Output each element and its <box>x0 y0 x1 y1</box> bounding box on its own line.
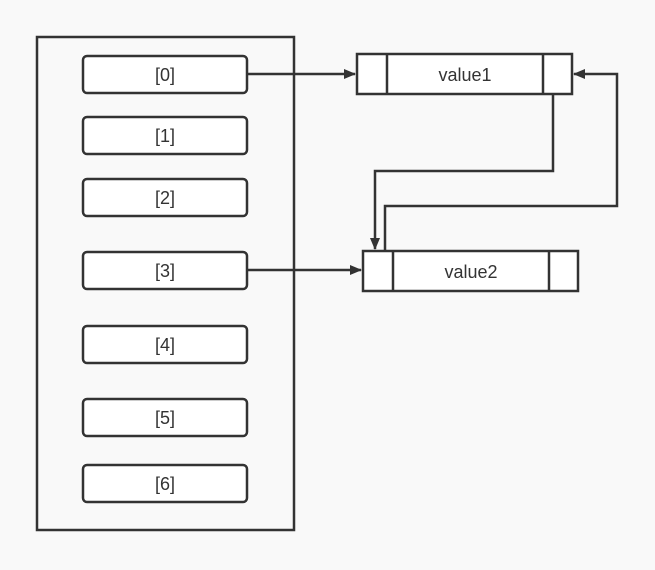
array-slot-5: [5] <box>81 397 249 438</box>
edge-value2-prev-to-value1 <box>383 69 619 251</box>
node-label: value1 <box>438 65 491 85</box>
slot-box <box>81 397 249 438</box>
slot-label: [3] <box>155 261 175 281</box>
slot-label: [6] <box>155 474 175 494</box>
slot-box <box>81 115 249 156</box>
array-slot-3: [3] <box>81 250 249 291</box>
slot-label: [2] <box>155 188 175 208</box>
node-label: value2 <box>444 262 497 282</box>
slot-label: [0] <box>155 65 175 85</box>
array-slot-6: [6] <box>81 463 249 504</box>
slot-label: [1] <box>155 126 175 146</box>
node-value2: value2 <box>361 249 580 293</box>
slot-label: [5] <box>155 408 175 428</box>
array-slot-1: [1] <box>81 115 249 156</box>
array-slot-4: [4] <box>81 324 249 365</box>
node-value1: value1 <box>355 52 574 96</box>
edge-value1-next-to-value2 <box>370 94 555 250</box>
array-slot-0: [0] <box>81 54 249 95</box>
node-box <box>355 52 574 96</box>
slot-box <box>81 324 249 365</box>
slot-box <box>81 177 249 218</box>
slot-label: [4] <box>155 335 175 355</box>
node-box <box>361 249 580 293</box>
slot-box <box>81 463 249 504</box>
array-slot-2: [2] <box>81 177 249 218</box>
array-container <box>35 35 296 532</box>
